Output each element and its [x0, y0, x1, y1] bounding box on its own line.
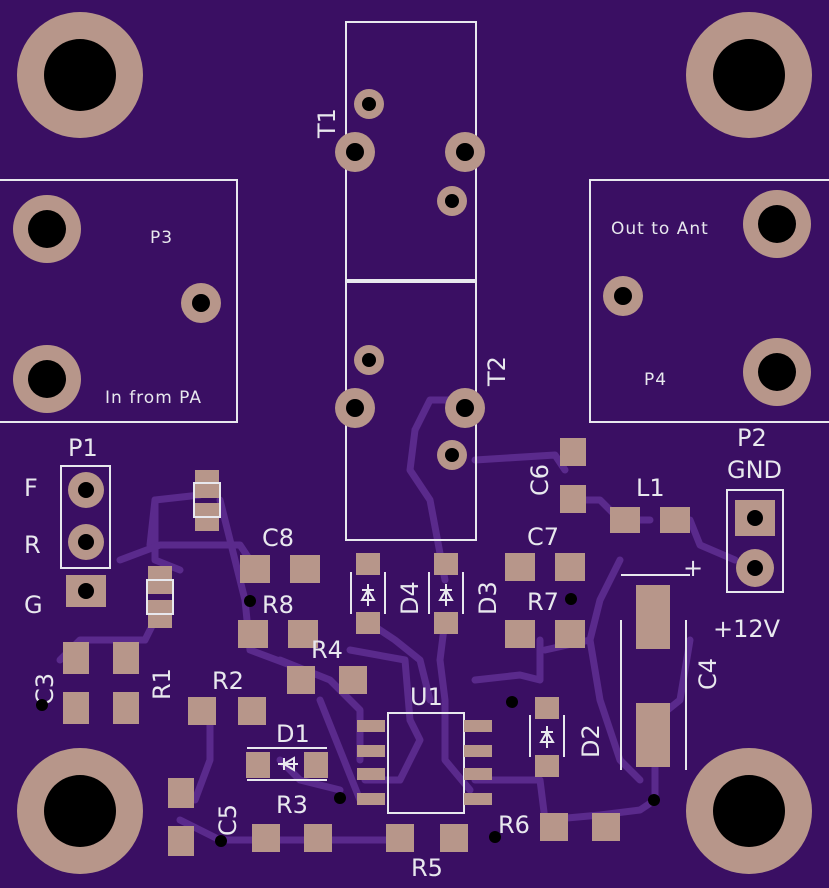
r2-label: R2: [212, 667, 244, 695]
resistor-r6: R6: [498, 811, 620, 841]
connector-p2: P2 GND + +12V: [683, 424, 784, 643]
diode-d3: D3: [428, 553, 502, 634]
resistor-r8: R8: [238, 591, 318, 648]
l1-label: L1: [636, 474, 665, 502]
r1-label: R1: [148, 668, 176, 700]
d3-label: D3: [474, 581, 502, 615]
p2-plus-label: +: [683, 554, 703, 582]
diode-d1: D1: [246, 720, 328, 781]
c3-label: C3: [31, 673, 59, 705]
t2-label: T2: [483, 356, 511, 387]
pin-g-label: G: [24, 591, 43, 619]
pin-f-label: F: [24, 474, 38, 502]
connector-p3: P3 In from PA: [0, 179, 238, 423]
capacitor-c6: C6: [526, 438, 586, 513]
p3-description: In from PA: [105, 388, 202, 408]
r6-label: R6: [498, 811, 530, 839]
ic-u1: U1: [357, 683, 492, 814]
resistor-r7: R7: [505, 588, 585, 648]
inductor-l1: L1: [610, 474, 690, 533]
transformer-t2: T2: [335, 281, 511, 541]
resistor-r1: R1: [113, 642, 176, 724]
plus12v-label: +12V: [713, 615, 781, 643]
p3-ref-label: P3: [150, 228, 173, 248]
mounting-hole-br: [686, 748, 812, 874]
r3-label: R3: [276, 791, 308, 819]
capacitor-c8: C8: [240, 524, 320, 583]
transformer-t1: T1: [313, 21, 485, 281]
r8-label: R8: [262, 591, 294, 619]
component-upper-small: [193, 470, 221, 531]
capacitor-c5: C5: [168, 778, 242, 856]
d2-label: D2: [577, 724, 605, 758]
resistor-r5: R5: [386, 824, 468, 882]
p4-description: Out to Ant: [611, 219, 709, 239]
d4-label: D4: [396, 581, 424, 615]
c4-label: C4: [694, 658, 722, 690]
r5-label: R5: [411, 854, 443, 882]
connector-p1: P1 F R G: [24, 434, 111, 619]
capacitor-c7: C7: [505, 523, 585, 581]
capacitor-c4: C4: [620, 574, 722, 770]
p1-label: P1: [68, 434, 98, 462]
vias: [36, 593, 660, 847]
mounting-hole-tl: [17, 12, 143, 138]
d1-label: D1: [276, 720, 310, 748]
mounting-hole-bl: [17, 748, 143, 874]
c7-label: C7: [527, 523, 559, 551]
p2-label: P2: [737, 424, 767, 452]
c8-label: C8: [262, 524, 294, 552]
r7-label: R7: [527, 588, 559, 616]
capacitor-c3: C3: [31, 642, 89, 724]
resistor-r4: R4: [287, 636, 367, 694]
c6-label: C6: [526, 464, 554, 496]
resistor-r2: R2: [188, 667, 266, 725]
t1-label: T1: [313, 108, 341, 139]
gnd-label: GND: [727, 456, 782, 484]
diode-d4: D4: [350, 553, 424, 634]
u1-label: U1: [410, 683, 443, 711]
r4-label: R4: [311, 636, 343, 664]
diode-d2: D2: [529, 697, 605, 777]
component-lower-small: [146, 566, 174, 628]
c5-label: C5: [214, 804, 242, 836]
resistor-r3: R3: [252, 791, 332, 852]
pin-r-label: R: [24, 531, 41, 559]
mounting-hole-tr: [686, 12, 812, 138]
p4-ref-label: P4: [644, 370, 667, 390]
connector-p4: Out to Ant P4: [589, 179, 829, 423]
